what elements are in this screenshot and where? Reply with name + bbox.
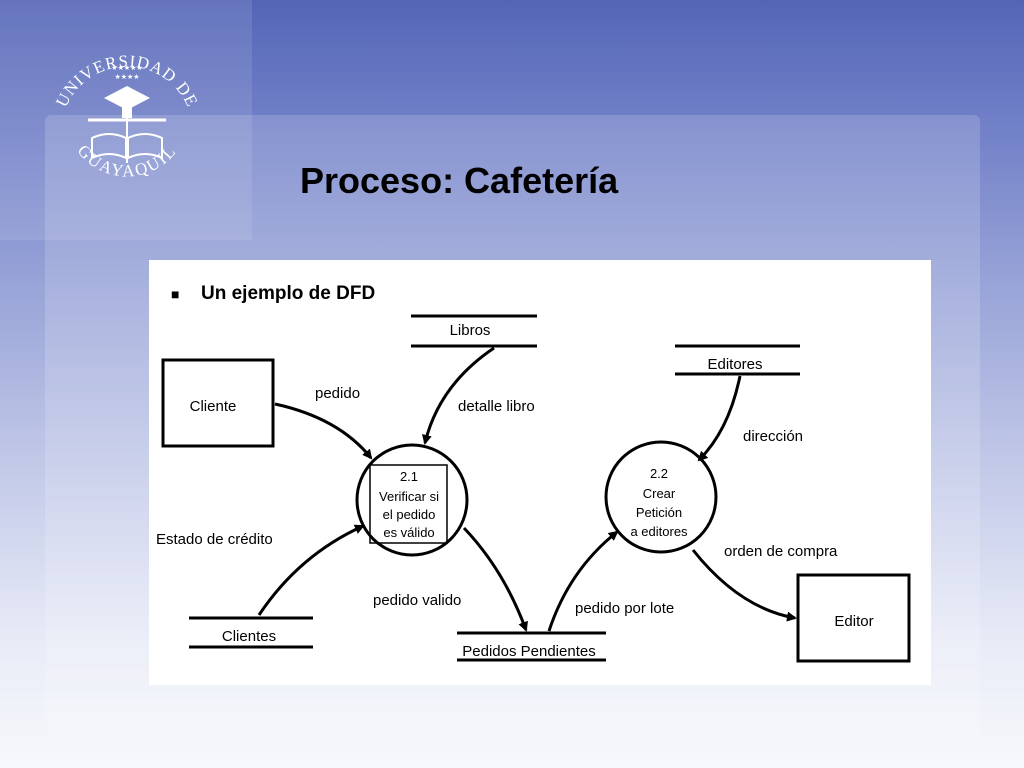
flow-orden-compra-label: orden de compra xyxy=(724,543,838,560)
entity-editor: Editor xyxy=(796,573,911,663)
flow-pedido-por-lote-arrow xyxy=(547,530,619,632)
university-seal-icon: UNIVERSIDAD DE GUAYAQUIL ★★★★★ ★★★★ xyxy=(52,52,201,181)
svg-text:★★★★★: ★★★★★ xyxy=(111,64,142,72)
flow-pedido-valido-arrow xyxy=(462,526,528,632)
store-clientes: Clientes xyxy=(189,616,313,649)
process-2-1-line1: Verificar si xyxy=(379,489,439,504)
flow-detalle-libro-label: detalle libro xyxy=(458,398,535,415)
diagram-heading: Un ejemplo de DFD xyxy=(201,283,375,304)
flow-detalle-libro-arrow xyxy=(422,346,495,445)
slide-title: Proceso: Cafetería xyxy=(300,160,619,201)
process-2-2-line2: Petición xyxy=(636,505,682,520)
university-logo: UNIVERSIDAD DE GUAYAQUIL ★★★★★ ★★★★ xyxy=(0,0,252,240)
flow-pedido-por-lote-label: pedido por lote xyxy=(575,600,674,617)
flow-pedido-label: pedido xyxy=(315,385,360,402)
process-2-1-line3: es válido xyxy=(383,525,434,540)
process-2-2-number: 2.2 xyxy=(650,466,668,481)
entity-cliente-label: Cliente xyxy=(190,398,237,415)
store-libros: Libros xyxy=(411,314,537,348)
flow-estado-credito-label: Estado de crédito xyxy=(156,531,273,548)
dfd-diagram-svg: ■ Un ejemplo de DFD Cliente Editor Libro… xyxy=(156,283,911,663)
store-clientes-label: Clientes xyxy=(222,628,276,645)
store-editores-label: Editores xyxy=(707,356,762,373)
process-2-1-number: 2.1 xyxy=(400,469,418,484)
store-editores: Editores xyxy=(675,344,800,376)
process-2-2: 2.2 Crear Petición a editores xyxy=(604,440,718,554)
flow-orden-compra-arrow xyxy=(691,549,797,622)
flow-direccion-label: dirección xyxy=(743,428,803,445)
process-2-2-line1: Crear xyxy=(643,486,676,501)
flow-pedido-arrow xyxy=(274,402,373,460)
svg-text:★★★★: ★★★★ xyxy=(114,73,139,81)
process-2-1: 2.1 Verificar si el pedido es válido xyxy=(355,443,469,557)
heading-bullet: ■ xyxy=(171,286,179,302)
flow-direccion-arrow xyxy=(697,375,742,462)
flow-pedido-valido-label: pedido valido xyxy=(373,592,461,609)
flow-estado-credito-arrow xyxy=(257,524,365,616)
store-libros-label: Libros xyxy=(450,322,491,339)
process-2-2-line3: a editores xyxy=(630,524,688,539)
process-2-1-line2: el pedido xyxy=(383,507,436,522)
store-pedidos-pendientes-label: Pedidos Pendientes xyxy=(462,643,595,660)
entity-cliente: Cliente xyxy=(161,358,275,448)
dfd-diagram: ■ Un ejemplo de DFD Cliente Editor Libro… xyxy=(149,260,931,685)
entity-editor-label: Editor xyxy=(834,613,873,630)
store-pedidos-pendientes: Pedidos Pendientes xyxy=(457,631,606,662)
